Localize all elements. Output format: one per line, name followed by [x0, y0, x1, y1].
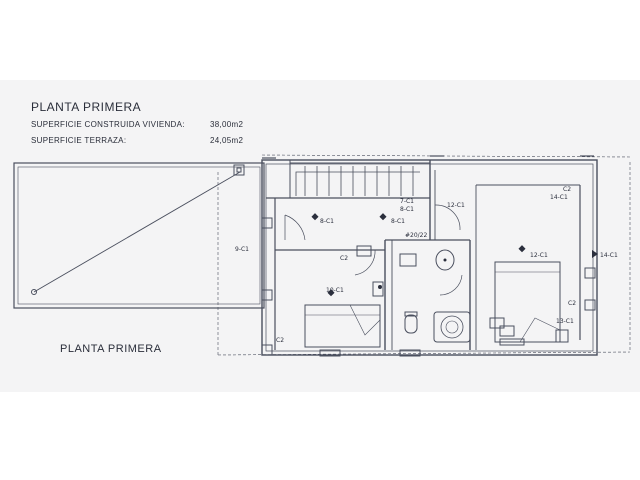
terrace-label: SUPERFICIE TERRAZA:	[31, 136, 127, 145]
built-area-value: 38,00m2	[210, 120, 244, 129]
terrace-value: 24,05m2	[210, 136, 244, 145]
toilet	[404, 314, 418, 334]
terrace-outline	[13, 162, 265, 309]
stair-zone	[289, 159, 431, 199]
label-c2-right: C2	[568, 300, 577, 307]
bed-left	[304, 304, 381, 348]
label-14-c1-right: 14-C1	[600, 252, 618, 259]
stair-treads	[304, 166, 414, 196]
label-12-c1-top: 12-C1	[447, 202, 465, 209]
label-dimension: #20/22	[405, 232, 428, 239]
label-14-c1-top: 14-C1	[550, 194, 568, 201]
label-c2-left: C2	[340, 255, 349, 262]
label-c2-bottom: C2	[276, 337, 285, 344]
label-9-c1: 9-C1	[235, 246, 249, 253]
label-10-c1: 10-C1	[326, 287, 344, 294]
bed-right	[494, 261, 561, 343]
label-8-c1-left: 8-C1	[320, 218, 334, 225]
label-7-c1: 7-C1	[400, 198, 414, 205]
label-12-c1-room: 12-C1	[530, 252, 548, 259]
terrace-diagonal	[33, 171, 241, 293]
paper-band	[0, 80, 640, 392]
sheet-title: PLANTA PRIMERA	[31, 100, 142, 114]
bathtub	[433, 311, 471, 343]
label-13-c1: 13-C1	[556, 318, 574, 325]
plan-title: PLANTA PRIMERA	[60, 343, 162, 355]
label-8-c1-mid: 8-C1	[391, 218, 405, 225]
built-area-label: SUPERFICIE CONSTRUIDA VIVIENDA:	[31, 120, 185, 129]
washbasin	[435, 249, 455, 271]
label-8-c1-small: 8-C1	[400, 206, 414, 213]
label-c2-top: C2	[563, 186, 572, 193]
